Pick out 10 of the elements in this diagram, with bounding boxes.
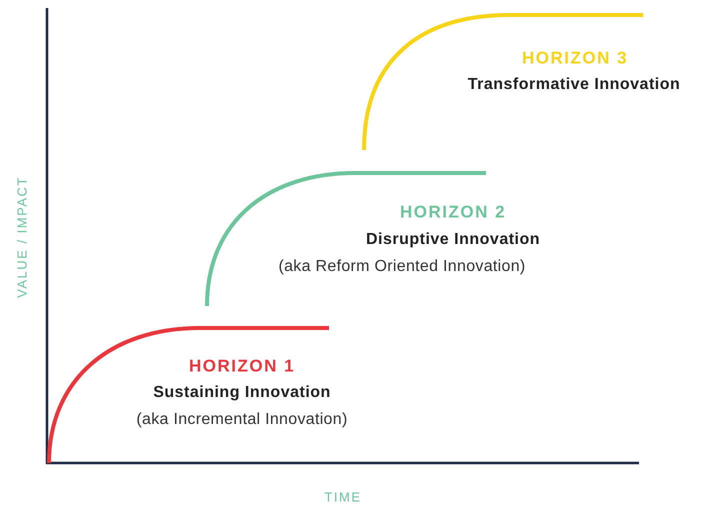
axis-label: TIME (324, 490, 362, 504)
innovation-type: Transformative Innovation (468, 77, 680, 93)
axis-label: VALUE / IMPACT (16, 176, 28, 298)
horizon-heading: HORIZON 2 (400, 204, 506, 220)
innovation-type: Disruptive Innovation (366, 232, 540, 248)
aka-note: (aka Reform Oriented Innovation) (278, 259, 526, 275)
aka-note: (aka Incremental Innovation) (136, 412, 348, 428)
innovation-type: Sustaining Innovation (153, 385, 331, 401)
horizon-heading: HORIZON 1 (188, 358, 296, 374)
horizon-heading: HORIZON 3 (522, 50, 628, 66)
